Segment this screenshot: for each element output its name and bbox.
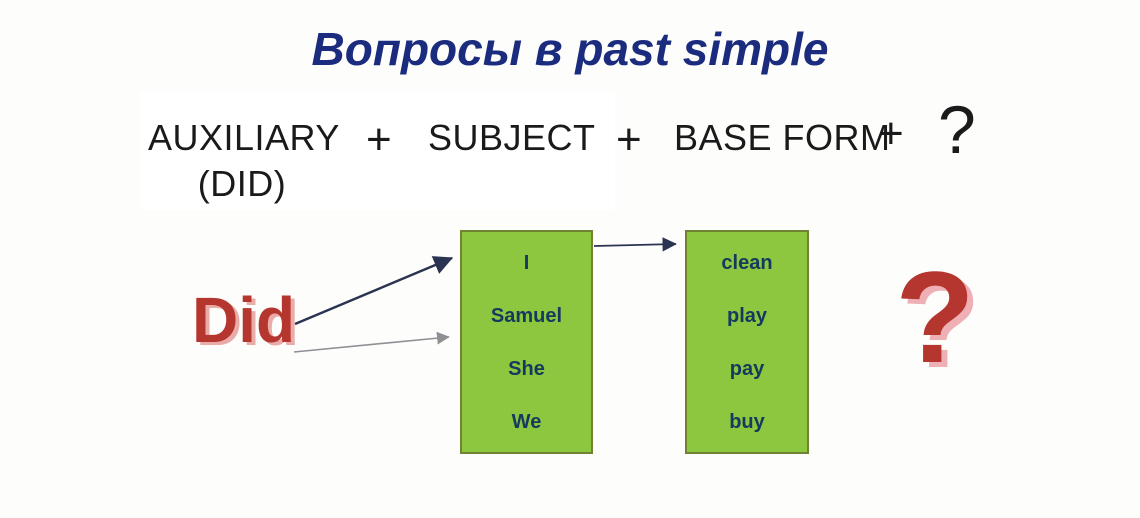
formula-backdrop (140, 92, 615, 210)
subject-item: She (508, 357, 545, 380)
formula-auxiliary-did: (DID) (197, 163, 287, 204)
subject-item: I (523, 251, 530, 274)
arrow-did-to-subjects-upper (294, 256, 454, 326)
slide-title: Вопросы в past simple (311, 23, 829, 75)
formula-auxiliary: AUXILIARY (148, 117, 340, 158)
formula-plus-3: + (878, 109, 904, 158)
subject-item: Samuel (490, 304, 563, 327)
big-question-mark: ? (895, 244, 975, 390)
verb-item: pay (729, 357, 765, 380)
formula-subject: SUBJECT (428, 117, 596, 158)
formula-base-form: BASE FORM (674, 117, 891, 158)
arrow-subjects-to-verbs (593, 237, 677, 252)
arrow-did-to-subjects-lower (293, 331, 450, 353)
verbs-box: clean play pay buy (685, 230, 809, 454)
formula-plus-1: + (366, 115, 392, 164)
verb-item: clean (721, 251, 773, 274)
verb-item: play (726, 304, 768, 327)
verb-item: buy (729, 410, 765, 433)
subjects-box: I Samuel She We (460, 230, 593, 454)
formula-question-mark: ? (938, 92, 976, 168)
subject-item: We (511, 410, 542, 433)
did-word: Did (192, 284, 296, 356)
formula-plus-2: + (616, 115, 642, 164)
